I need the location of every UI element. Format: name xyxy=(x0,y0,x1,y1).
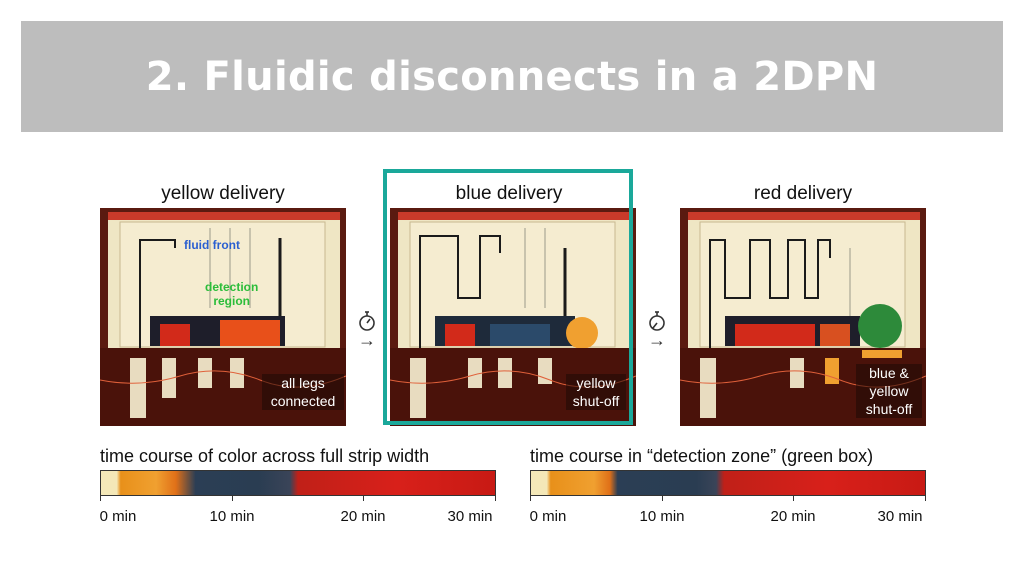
detection-region-line-2: region xyxy=(213,294,250,308)
timer-transition-1: → xyxy=(354,310,380,350)
tick-mark xyxy=(925,496,926,501)
title-band: 2. Fluidic disconnects in a 2DPN xyxy=(21,21,1003,132)
tick-label-30: 30 min xyxy=(877,508,923,525)
stopwatch-icon xyxy=(649,311,665,331)
overlay-yellow-shutoff: yellow shut-off xyxy=(566,374,626,410)
tick-mark xyxy=(662,496,663,501)
timer-transition-2: → xyxy=(644,310,670,350)
arrow-right-icon: → xyxy=(648,330,666,350)
tick-mark xyxy=(793,496,794,501)
timecourse-strip-full-width xyxy=(100,470,496,496)
timecourse-title-full-width: time course of color across full strip w… xyxy=(100,446,430,466)
panel-title-yellow: yellow delivery xyxy=(161,183,285,204)
tick-label-10: 10 min xyxy=(639,508,685,525)
annotation-detection-region: detection region xyxy=(205,280,258,308)
device-illustration xyxy=(680,208,926,426)
stopwatch-icon xyxy=(359,311,375,331)
photo-blue-delivery xyxy=(390,208,636,426)
overlay-line: connected xyxy=(270,393,336,409)
panel-title-blue: blue delivery xyxy=(455,183,563,204)
tick-mark xyxy=(232,496,233,501)
tick-label-0: 0 min xyxy=(529,508,567,525)
tick-label-20: 20 min xyxy=(340,508,386,525)
tick-mark xyxy=(530,496,531,501)
tick-mark xyxy=(363,496,364,501)
blue-delivery-highlight-box xyxy=(383,169,633,425)
tick-label-30: 30 min xyxy=(447,508,493,525)
overlay-blue-yellow-shutoff: blue & yellow shut-off xyxy=(856,364,922,418)
panel-title-red: red delivery xyxy=(753,183,853,204)
detection-region-line-1: detection xyxy=(205,280,259,294)
timecourse-title-detection-zone: time course in “detection zone” (green b… xyxy=(530,446,874,466)
tick-mark xyxy=(100,496,101,501)
overlay-line: blue & xyxy=(869,365,909,381)
overlay-all-legs: all legs connected xyxy=(262,374,344,410)
timecourse-strip-detection-zone xyxy=(530,470,926,496)
tick-label-20: 20 min xyxy=(770,508,816,525)
overlay-line: all legs xyxy=(281,375,325,391)
overlay-line: shut-off xyxy=(572,393,620,409)
tick-label-10: 10 min xyxy=(209,508,255,525)
photo-yellow-delivery xyxy=(100,208,346,426)
tick-mark xyxy=(495,496,496,501)
overlay-line: shut-off xyxy=(865,401,913,417)
annotation-fluid-front: fluid front xyxy=(184,238,240,252)
tick-label-0: 0 min xyxy=(99,508,137,525)
arrow-right-icon: → xyxy=(358,330,376,350)
overlay-line: yellow xyxy=(576,375,616,391)
device-illustration xyxy=(100,208,346,426)
overlay-line: yellow xyxy=(869,383,909,399)
slide-title: 2. Fluidic disconnects in a 2DPN xyxy=(145,53,879,100)
